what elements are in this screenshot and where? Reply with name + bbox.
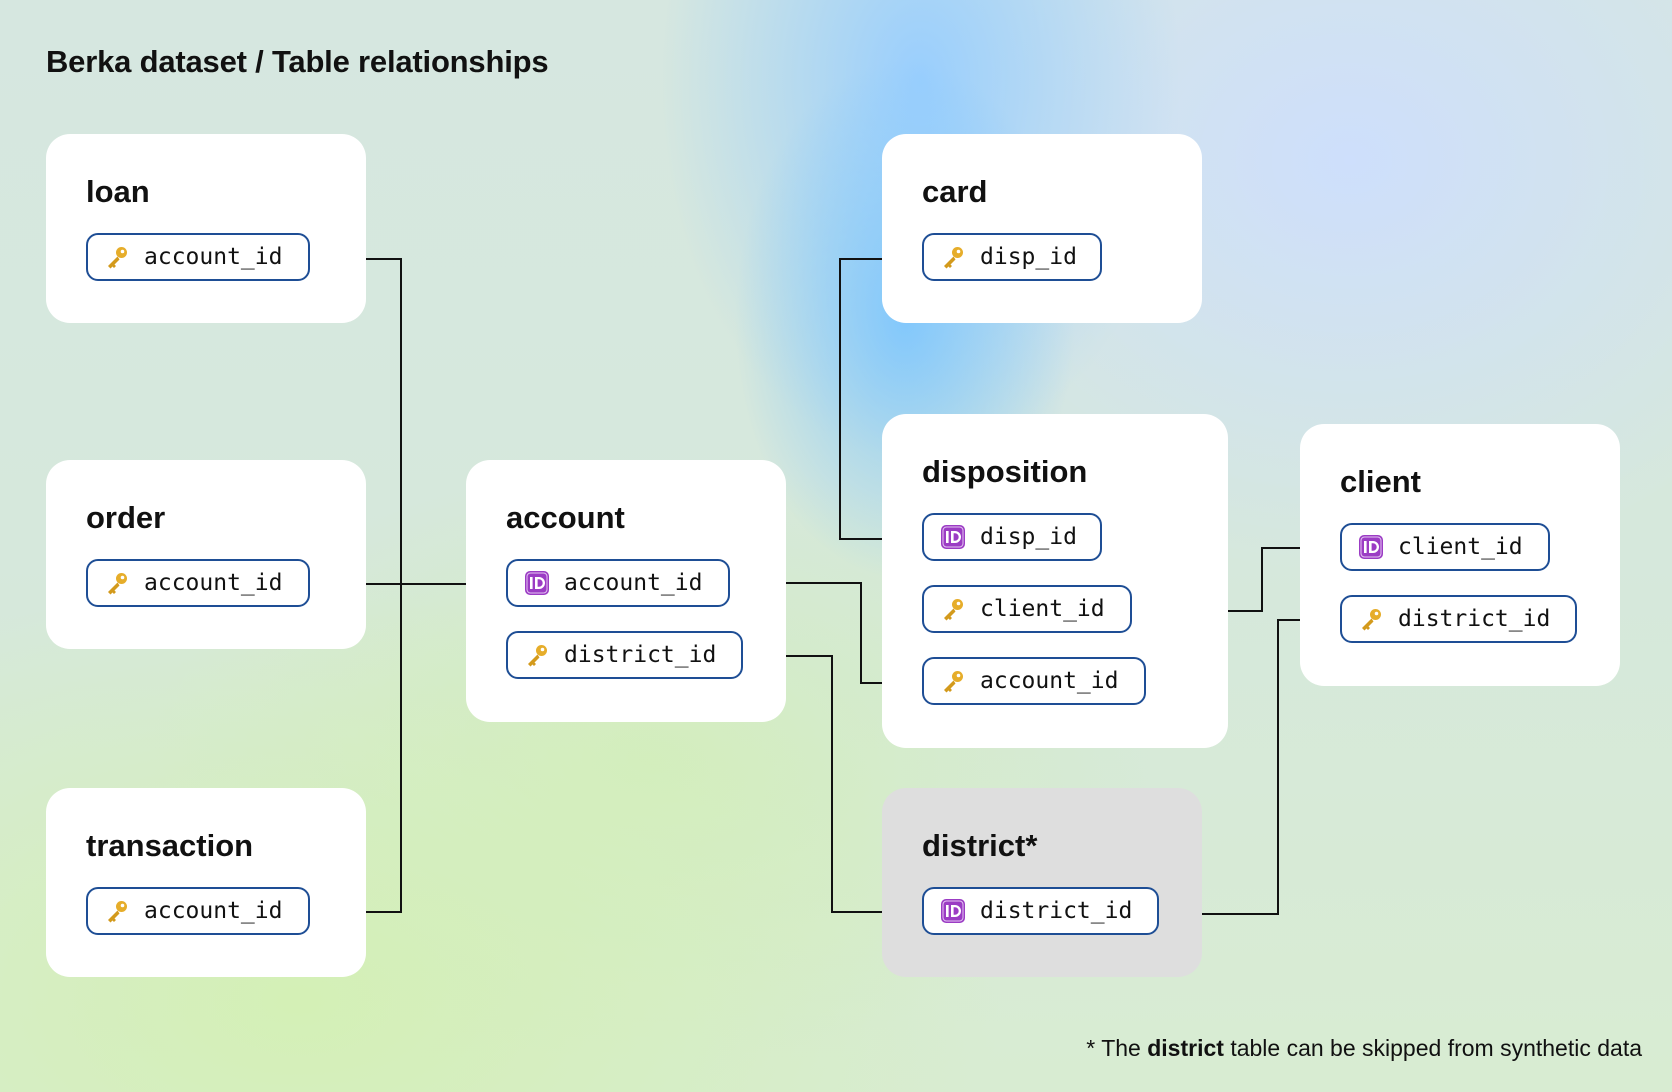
field-name: district_id (1398, 606, 1551, 632)
field-district-id: district_id (506, 631, 743, 679)
table-district: district* district_id (882, 788, 1202, 977)
page-title: Berka dataset / Table relationships (46, 44, 549, 79)
table-title: client (1340, 464, 1421, 499)
key-icon (524, 642, 550, 668)
field-client-id: client_id (1340, 523, 1550, 571)
table-title: disposition (922, 454, 1088, 489)
field-account-id: account_id (86, 233, 310, 281)
key-icon (940, 244, 966, 270)
table-title: transaction (86, 828, 254, 863)
field-disp-id: disp_id (922, 513, 1102, 561)
field-name: account_id (144, 898, 283, 924)
field-name: disp_id (980, 244, 1077, 270)
key-icon (940, 668, 966, 694)
table-title: loan (86, 174, 150, 209)
footnote: * The district table can be skipped from… (1086, 1035, 1642, 1062)
table-client: client client_id district_id (1300, 424, 1620, 686)
table-transaction: transaction account_id (46, 788, 366, 977)
field-account-id: account_id (86, 559, 310, 607)
id-badge-icon (940, 898, 966, 924)
table-order: order account_id (46, 460, 366, 649)
id-badge-icon (524, 570, 550, 596)
field-client-id: client_id (922, 585, 1132, 633)
table-card: card disp_id (882, 134, 1202, 323)
field-name: account_id (144, 570, 283, 596)
field-account-id: account_id (506, 559, 730, 607)
field-name: client_id (1398, 534, 1523, 560)
footnote-prefix: * The (1086, 1035, 1141, 1061)
table-title: card (922, 174, 988, 209)
field-account-id: account_id (86, 887, 310, 935)
field-name: account_id (144, 244, 283, 270)
footnote-emphasis: district (1147, 1035, 1224, 1061)
field-district-id: district_id (922, 887, 1159, 935)
key-icon (940, 596, 966, 622)
key-icon (104, 898, 130, 924)
field-name: district_id (564, 642, 717, 668)
table-title: account (506, 500, 625, 535)
field-account-id: account_id (922, 657, 1146, 705)
field-name: client_id (980, 596, 1105, 622)
field-name: disp_id (980, 524, 1077, 550)
key-icon (104, 570, 130, 596)
table-title: order (86, 500, 166, 535)
field-name: district_id (980, 898, 1133, 924)
field-name: account_id (980, 668, 1119, 694)
table-disposition: disposition disp_id client_id account_id (882, 414, 1228, 748)
table-account: account account_id district_id (466, 460, 786, 722)
field-name: account_id (564, 570, 703, 596)
field-disp-id: disp_id (922, 233, 1102, 281)
key-icon (1358, 606, 1384, 632)
id-badge-icon (940, 524, 966, 550)
key-icon (104, 244, 130, 270)
id-badge-icon (1358, 534, 1384, 560)
table-title: district* (922, 828, 1038, 863)
footnote-suffix: table can be skipped from synthetic data (1230, 1035, 1642, 1061)
table-loan: loan account_id (46, 134, 366, 323)
field-district-id: district_id (1340, 595, 1577, 643)
